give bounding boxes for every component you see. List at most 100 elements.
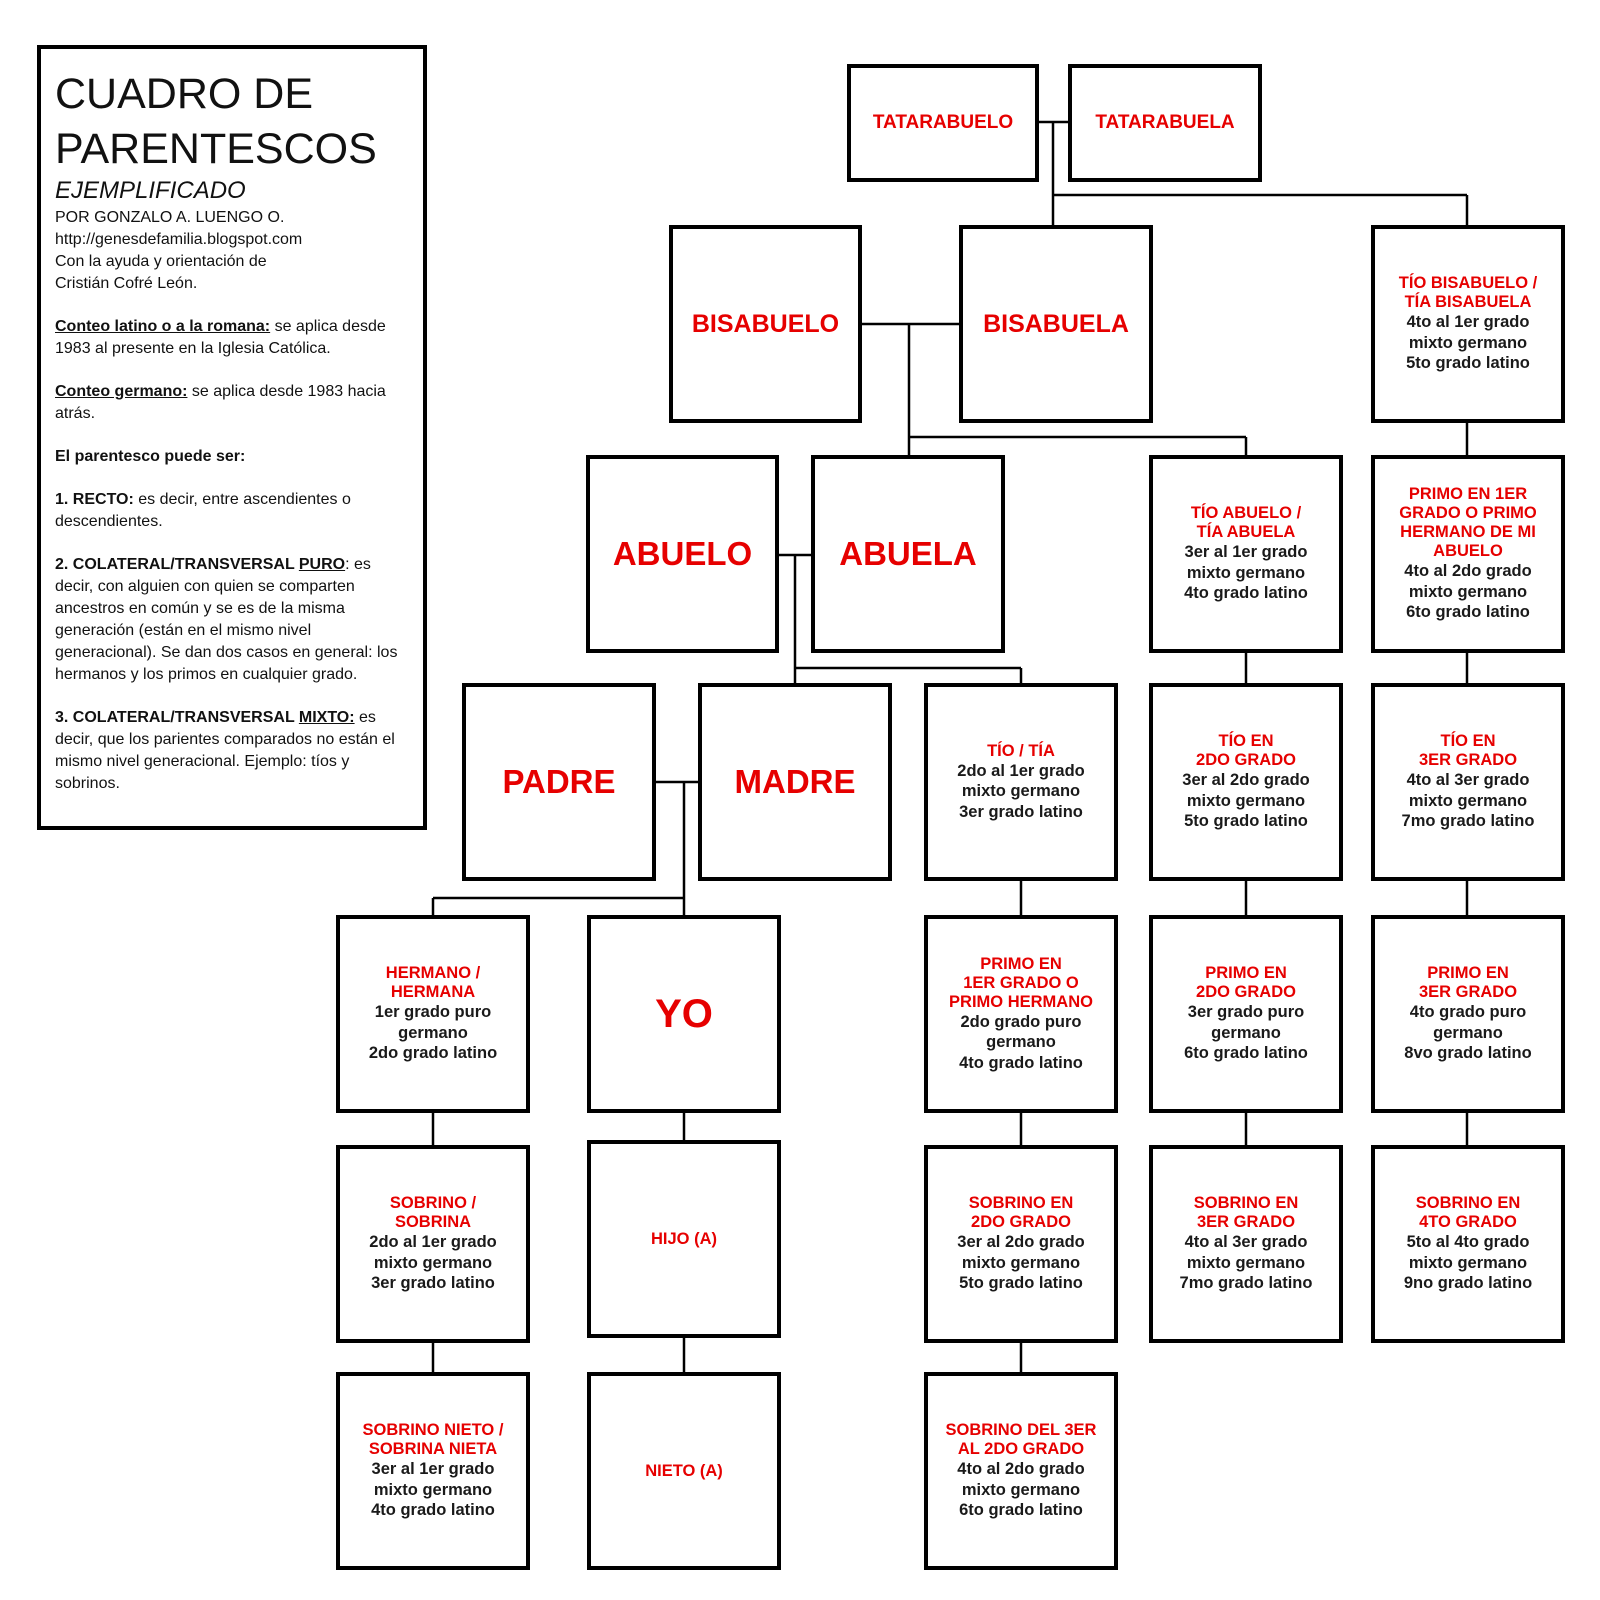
node-tio-d3: 3er grado latino bbox=[959, 802, 1083, 821]
node-tio-abuelo-title1: TÍO ABUELO / bbox=[1190, 504, 1302, 523]
node-yo-title: YO bbox=[655, 992, 713, 1036]
node-sobrino-2do-title2: 2DO GRADO bbox=[971, 1213, 1071, 1232]
node-tio-bisabuelo-title1: TÍO BISABUELO / bbox=[1398, 274, 1538, 293]
node-sobrino-3er-2do-d3: 6to grado latino bbox=[959, 1501, 1083, 1520]
node-sobrino-nieto-d3: 4to grado latino bbox=[371, 1501, 495, 1520]
node-primo-2do-title2: 2DO GRADO bbox=[1196, 983, 1296, 1002]
node-sobrino-3er-title2: 3ER GRADO bbox=[1196, 1213, 1296, 1232]
node-primo-abuelo-d3: 6to grado latino bbox=[1406, 603, 1530, 622]
node-bisabuela: BISABUELA bbox=[959, 225, 1153, 423]
node-sobrino-3er-title1: SOBRINO EN bbox=[1193, 1194, 1299, 1213]
puro-text: : es decir, con alguien con quien se com… bbox=[55, 556, 398, 683]
node-sobrino-2do-title1: SOBRINO EN bbox=[968, 1194, 1074, 1213]
node-primo-1er-title2: 1ER GRADO O bbox=[963, 973, 1079, 992]
node-primo-abuelo-d1: 4to al 2do grado bbox=[1404, 562, 1532, 580]
author: POR GONZALO A. LUENGO O. bbox=[55, 209, 285, 226]
node-sobrino-4to-d3: 9no grado latino bbox=[1403, 1274, 1533, 1293]
node-tio-abuelo-d2: mixto germano bbox=[1186, 563, 1306, 582]
node-tatarabuelo: TATARABUELO bbox=[847, 64, 1039, 182]
node-tio-2do-d2: mixto germano bbox=[1186, 791, 1306, 810]
node-sobrino-nieto: SOBRINO NIETO / SOBRINA NIETA 3er al 1er… bbox=[336, 1372, 530, 1570]
chart-title-line2: PARENTESCOS bbox=[55, 125, 377, 173]
node-hijo: HIJO (A) bbox=[587, 1140, 781, 1338]
node-sobrino-3er-2do-d1: 4to al 2do grado bbox=[957, 1460, 1085, 1479]
node-sobrino-nieto-d2: mixto germano bbox=[373, 1480, 493, 1499]
latin-count-label: Conteo latino o a la romana: bbox=[55, 318, 271, 335]
node-primo-2do: PRIMO EN 2DO GRADO 3er grado puro german… bbox=[1149, 915, 1343, 1113]
node-sobrino: SOBRINO / SOBRINA 2do al 1er grado mixto… bbox=[336, 1145, 530, 1343]
chart-title-line1: CUADRO DE bbox=[55, 70, 314, 118]
node-tio-3er-d2: mixto germano bbox=[1408, 791, 1528, 810]
node-sobrino-title2: SOBRINA bbox=[394, 1213, 472, 1232]
node-hermano-title2: HERMANA bbox=[390, 983, 476, 1002]
node-primo-3er-d1: 4to grado puro bbox=[1409, 1003, 1527, 1022]
node-abuelo-title: ABUELO bbox=[612, 535, 753, 573]
node-primo-2do-d3: 6to grado latino bbox=[1184, 1044, 1308, 1063]
puro-label-b: PURO bbox=[298, 556, 346, 573]
node-abuela-title: ABUELA bbox=[839, 535, 977, 573]
mixto-note: 3. COLATERAL/TRANSVERSAL MIXTO: es decir… bbox=[55, 707, 411, 795]
node-tatarabuela: TATARABUELA bbox=[1068, 64, 1262, 182]
node-madre-title: MADRE bbox=[734, 763, 856, 801]
node-sobrino-title1: SOBRINO / bbox=[389, 1194, 477, 1213]
node-primo-2do-title1: PRIMO EN bbox=[1205, 964, 1287, 983]
node-tio-bisabuelo-d1: 4to al 1er grado bbox=[1406, 313, 1530, 332]
node-tio-2do-title1: TÍO EN bbox=[1218, 732, 1274, 751]
node-sobrino-3er-2do-title2: AL 2DO GRADO bbox=[957, 1440, 1085, 1459]
node-nieto: NIETO (A) bbox=[587, 1372, 781, 1570]
node-tio-3er: TÍO EN 3ER GRADO 4to al 3er grado mixto … bbox=[1371, 683, 1565, 881]
node-tio-d2: mixto germano bbox=[961, 782, 1081, 801]
node-sobrino-nieto-title2: SOBRINA NIETA bbox=[368, 1440, 498, 1459]
puro-label-a: 2. COLATERAL/TRANSVERSAL bbox=[55, 556, 299, 573]
mixto-label-a: 3. COLATERAL/TRANSVERSAL bbox=[55, 709, 299, 726]
node-bisabuelo: BISABUELO bbox=[669, 225, 862, 423]
node-tio: TÍO / TÍA 2do al 1er grado mixto germano… bbox=[924, 683, 1118, 881]
credit-line2: Cristián Cofré León. bbox=[55, 275, 198, 292]
node-sobrino-3er-d2: mixto germano bbox=[1186, 1253, 1306, 1272]
node-sobrino-3er-2do: SOBRINO DEL 3ER AL 2DO GRADO 4to al 2do … bbox=[924, 1372, 1118, 1570]
node-primo-abuelo-title4: ABUELO bbox=[1433, 542, 1503, 561]
latin-count-text: se aplica desde 1983 al presente en la I… bbox=[55, 318, 386, 357]
node-primo-abuelo: PRIMO EN 1ER GRADO O PRIMO HERMANO DE MI… bbox=[1371, 455, 1565, 653]
germanic-count-label: Conteo germano: bbox=[55, 383, 188, 400]
node-hermano-title1: HERMANO / bbox=[385, 964, 481, 983]
node-abuela: ABUELA bbox=[811, 455, 1005, 653]
node-primo-3er-title1: PRIMO EN bbox=[1427, 964, 1509, 983]
node-primo-1er-d3: 4to grado latino bbox=[959, 1053, 1083, 1072]
node-hermano-d1: 1er grado puro bbox=[374, 1003, 492, 1022]
node-hermano-d3: 2do grado latino bbox=[368, 1044, 498, 1063]
node-tio-title1: TÍO / TÍA bbox=[987, 741, 1055, 760]
node-tio-abuelo-title2: TÍA ABUELA bbox=[1196, 523, 1296, 542]
node-nieto-title: NIETO (A) bbox=[645, 1461, 723, 1480]
node-sobrino-3er: SOBRINO EN 3ER GRADO 4to al 3er grado mi… bbox=[1149, 1145, 1343, 1343]
node-sobrino-nieto-title1: SOBRINO NIETO / bbox=[362, 1421, 504, 1440]
node-primo-1er: PRIMO EN 1ER GRADO O PRIMO HERMANO 2do g… bbox=[924, 915, 1118, 1113]
node-tio-abuelo-d3: 4to grado latino bbox=[1184, 584, 1308, 603]
node-sobrino-3er-2do-d2: mixto germano bbox=[961, 1480, 1081, 1499]
kinship-intro: El parentesco puede ser: bbox=[55, 446, 411, 468]
node-sobrino-3er-d3: 7mo grado latino bbox=[1179, 1274, 1313, 1293]
node-primo-1er-d2: germano bbox=[986, 1033, 1056, 1052]
node-tio-abuelo: TÍO ABUELO / TÍA ABUELA 3er al 1er grado… bbox=[1149, 455, 1343, 653]
node-primo-abuelo-title3: HERMANO DE MI bbox=[1400, 523, 1536, 542]
node-primo-abuelo-d2: mixto germano bbox=[1408, 582, 1528, 601]
node-sobrino-3er-d1: 4to al 3er grado bbox=[1184, 1233, 1308, 1252]
node-tio-bisabuelo: TÍO BISABUELO / TÍA BISABUELA 4to al 1er… bbox=[1371, 225, 1565, 423]
info-panel: CUADRO DE PARENTESCOS EJEMPLIFICADO POR … bbox=[37, 45, 427, 830]
node-sobrino-4to: SOBRINO EN 4TO GRADO 5to al 4to grado mi… bbox=[1371, 1145, 1565, 1343]
germanic-count-text: se aplica desde 1983 hacia atrás. bbox=[55, 383, 386, 422]
node-primo-abuelo-title2: GRADO O PRIMO bbox=[1399, 504, 1537, 523]
node-tatarabuelo-title: TATARABUELO bbox=[872, 112, 1014, 134]
kinship-intro-text: El parentesco puede ser: bbox=[55, 448, 246, 465]
node-primo-1er-title3: PRIMO HERMANO bbox=[949, 992, 1093, 1011]
node-tatarabuela-title: TATARABUELA bbox=[1095, 112, 1235, 134]
node-padre-title: PADRE bbox=[502, 763, 616, 801]
node-tio-d1: 2do al 1er grado bbox=[957, 761, 1085, 780]
node-tio-2do-d3: 5to grado latino bbox=[1184, 812, 1308, 831]
node-tio-3er-title2: 3ER GRADO bbox=[1418, 751, 1518, 770]
node-tio-abuelo-d1: 3er al 1er grado bbox=[1184, 543, 1308, 562]
node-sobrino-4to-d1: 5to al 4to grado bbox=[1406, 1233, 1530, 1252]
node-primo-abuelo-title1: PRIMO EN 1ER bbox=[1408, 485, 1528, 504]
node-tio-2do-title2: 2DO GRADO bbox=[1196, 751, 1296, 770]
node-primo-3er-title2: 3ER GRADO bbox=[1418, 983, 1518, 1002]
